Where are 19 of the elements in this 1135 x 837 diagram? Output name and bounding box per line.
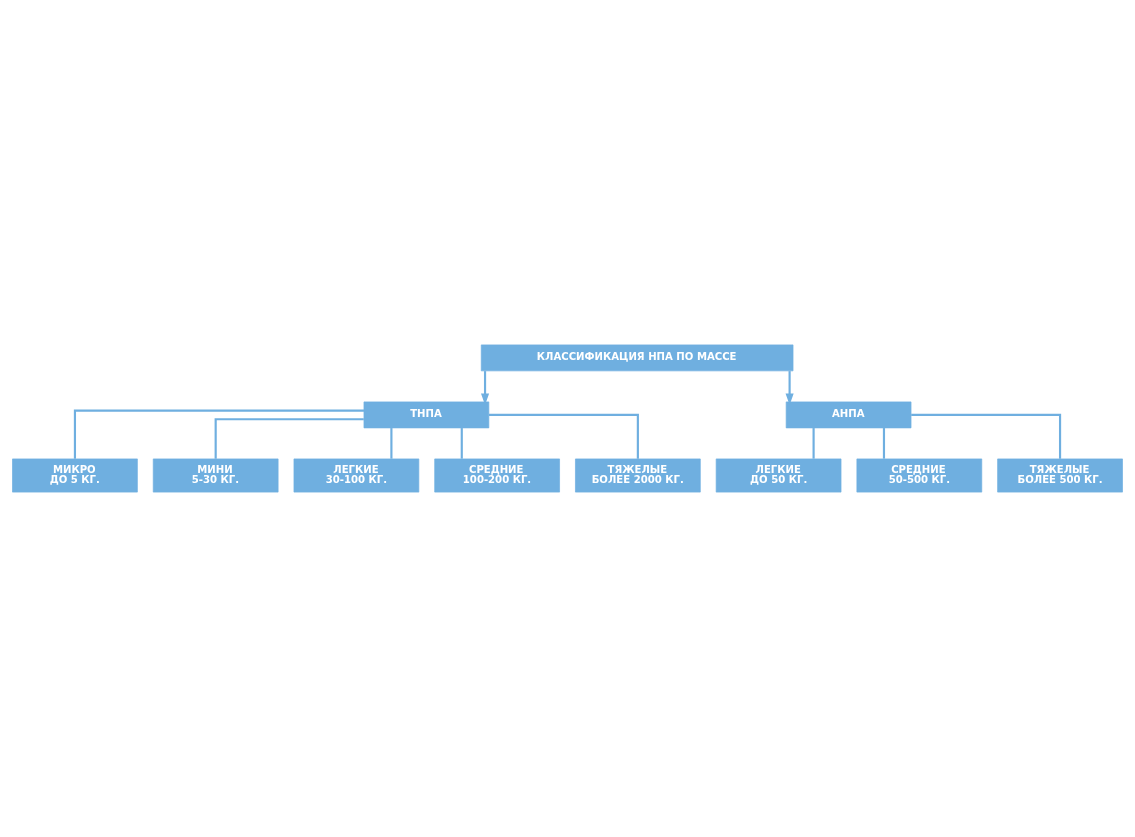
node-box: ТНПА [363, 401, 490, 429]
node-box: СРЕДНИЕ 50-500 КГ. [856, 458, 983, 493]
connector [812, 428, 815, 459]
connector [214, 418, 364, 459]
connector [390, 428, 393, 459]
node-box: КЛАССИФИКАЦИЯ НПА ПО МАССЕ [480, 344, 794, 372]
node-box: АНПА [785, 401, 912, 429]
connector [73, 409, 364, 459]
connector [911, 413, 1062, 459]
node-box: МИНИ 5-30 КГ. [152, 458, 279, 493]
node-box: ЛЕГКИЕ ДО 50 КГ. [715, 458, 842, 493]
connector [882, 428, 886, 459]
node-box: МИКРО ДО 5 КГ. [12, 458, 138, 493]
node-box: ТЯЖЕЛЫЕ БОЛЕЕ 500 КГ. [997, 458, 1123, 493]
connector [460, 428, 463, 459]
connector [489, 413, 639, 459]
node-box: СРЕДНИЕ 100-200 КГ. [434, 458, 560, 493]
node-box: ЛЕГКИЕ 30-100 КГ. [293, 458, 420, 493]
node-box: ТЯЖЕЛЫЕ БОЛЕЕ 2000 КГ. [575, 458, 701, 493]
